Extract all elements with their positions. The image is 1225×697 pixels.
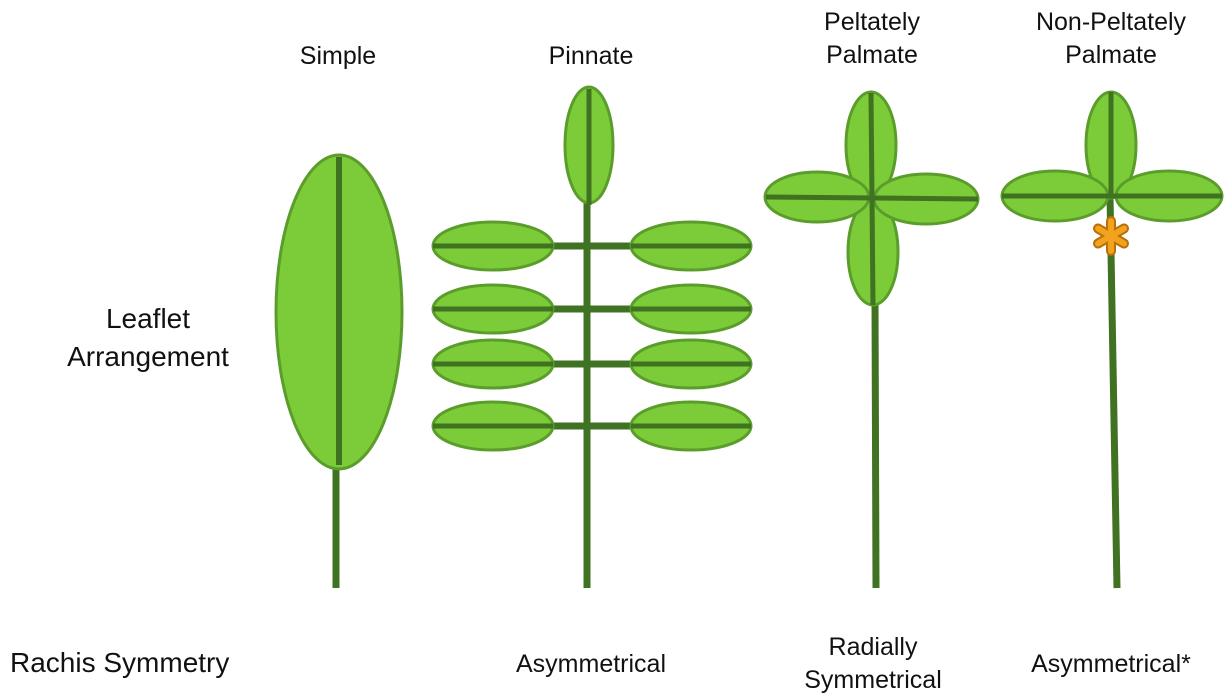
symmetry-peltately-palmate: Radially Symmetrical xyxy=(804,631,942,697)
header-peltately-line2: Palmate xyxy=(824,39,920,72)
pinnate-leaflet-pair xyxy=(433,340,751,388)
row-label-leaflet-line1: Leaflet xyxy=(58,300,238,338)
symmetry-peltately-line2: Symmetrical xyxy=(804,664,942,697)
header-non-peltately-palmate: Non-Peltately Palmate xyxy=(1036,6,1186,72)
asterisk-marker-icon xyxy=(1098,221,1124,251)
pinnate-leaflet-pair xyxy=(433,222,751,270)
peltately-palmate-figure xyxy=(765,92,978,588)
header-pinnate: Pinnate xyxy=(549,40,634,73)
symmetry-peltately-line1: Radially xyxy=(804,631,942,664)
non-peltately-palmate-figure xyxy=(1002,92,1222,588)
peltately-midrib-horizontal xyxy=(766,197,978,199)
pinnate-leaflet-pair xyxy=(433,402,751,450)
symmetry-pinnate: Asymmetrical xyxy=(516,648,666,681)
row-label-leaflet-arrangement: Leaflet Arrangement xyxy=(58,300,238,376)
simple-leaf-figure xyxy=(276,155,402,588)
pinnate-leaflet-pair xyxy=(433,285,751,333)
header-simple: Simple xyxy=(300,40,376,73)
header-simple-text: Simple xyxy=(300,40,376,73)
symmetry-non-peltately-palmate: Asymmetrical* xyxy=(1031,648,1191,681)
header-peltately-line1: Peltately xyxy=(824,6,920,39)
pinnate-leaf-figure xyxy=(433,87,751,588)
header-peltately-palmate: Peltately Palmate xyxy=(824,6,920,72)
symmetry-pinnate-text: Asymmetrical xyxy=(516,648,666,681)
header-non-peltately-line1: Non-Peltately xyxy=(1036,6,1186,39)
row-label-leaflet-line2: Arrangement xyxy=(58,338,238,376)
peltately-petiole xyxy=(875,300,876,588)
row-label-rachis-symmetry: Rachis Symmetry xyxy=(10,644,229,682)
row-label-rachis-text: Rachis Symmetry xyxy=(10,644,229,682)
symmetry-non-peltately-text: Asymmetrical* xyxy=(1031,648,1191,681)
header-pinnate-text: Pinnate xyxy=(549,40,634,73)
header-non-peltately-line2: Palmate xyxy=(1036,39,1186,72)
